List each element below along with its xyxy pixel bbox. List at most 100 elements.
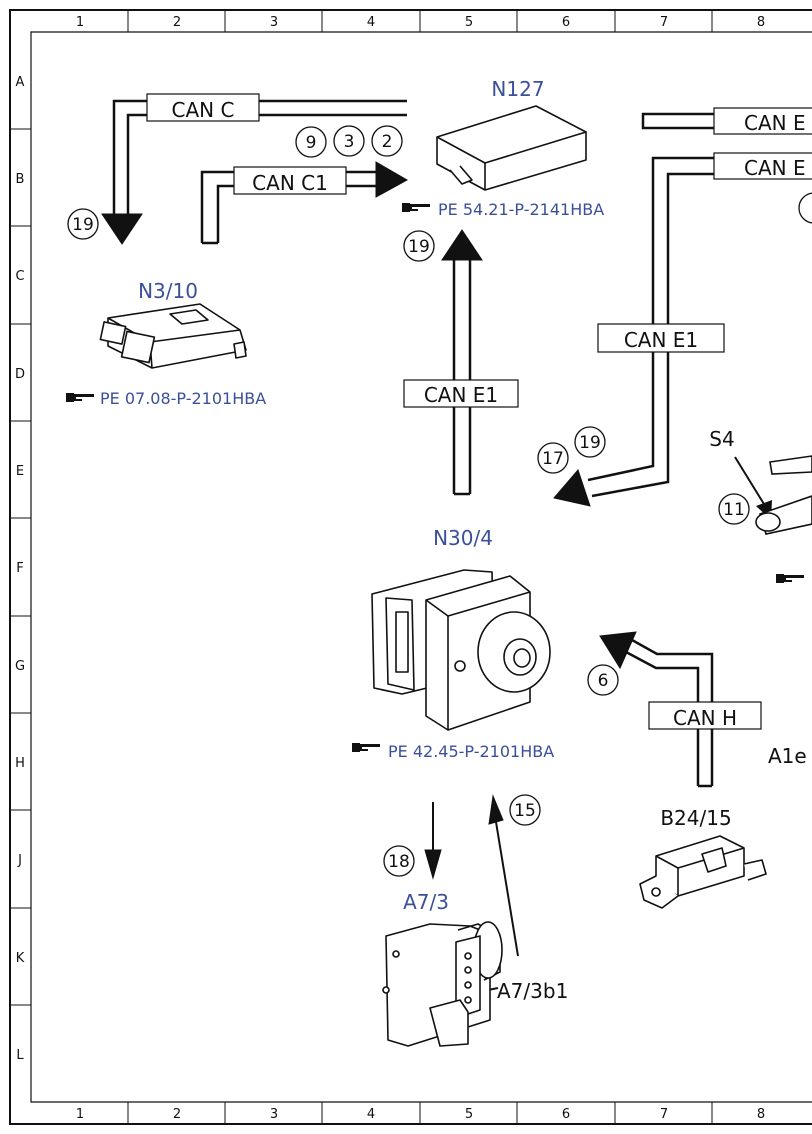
a7-3-hydraulic-unit-icon <box>382 921 503 1047</box>
can-h-box <box>648 701 762 730</box>
arrowhead-can-c1 <box>375 161 409 198</box>
n3-10-label: N3/10 <box>138 279 198 303</box>
callout-19-right-text: 19 <box>579 433 601 453</box>
row-label: A <box>16 75 25 90</box>
grid-dividers <box>10 10 713 1124</box>
can-e-top2-label: CAN E <box>744 156 806 180</box>
callout-6-text: 6 <box>598 671 609 691</box>
arrowhead-can-c <box>101 213 143 245</box>
callout-19-left-text: 19 <box>72 215 94 235</box>
can-c-bus <box>112 99 407 216</box>
can-e-top1-label: CAN E <box>744 111 806 135</box>
callout-9 <box>295 126 327 158</box>
col-label-top: 7 <box>660 15 668 30</box>
callout-2 <box>371 125 403 157</box>
col-label-top: 3 <box>270 15 278 30</box>
col-label-top: 1 <box>76 15 84 30</box>
row-label: F <box>16 561 23 576</box>
a7-3-label: A7/3 <box>403 890 449 914</box>
col-label-bottom: 1 <box>76 1107 84 1122</box>
row-label: B <box>16 172 25 187</box>
callout-18-text: 18 <box>388 852 410 872</box>
callout-19-left <box>67 208 99 240</box>
n30-4-label: N30/4 <box>433 526 493 550</box>
col-label-top: 5 <box>465 15 473 30</box>
can-c1-label: CAN C1 <box>252 171 328 195</box>
b24-15-sensor-icon <box>639 835 767 909</box>
callout-6 <box>587 664 619 696</box>
callout-9-text: 9 <box>306 133 317 153</box>
col-label-bottom: 6 <box>562 1107 570 1122</box>
col-label-top: 8 <box>757 15 765 30</box>
col-label-top: 6 <box>562 15 570 30</box>
callout-15 <box>509 794 541 826</box>
grid-rows: A B C D E F G H J K L <box>15 75 25 1063</box>
n127-ref: PE 54.21-P-2141HBA <box>438 200 604 219</box>
arrowhead-15 <box>488 794 504 825</box>
s4-switch-icon <box>755 455 812 535</box>
hand-pointer-icon <box>66 393 94 402</box>
col-label-bottom: 5 <box>465 1107 473 1122</box>
n30-4-esp-unit-icon <box>371 569 551 731</box>
callout-18 <box>383 845 415 877</box>
callout-3 <box>333 125 365 157</box>
n30-4-ref: PE 42.45-P-2101HBA <box>388 742 554 761</box>
col-label-bottom: 7 <box>660 1107 668 1122</box>
can-e1-center-label: CAN E1 <box>424 383 498 407</box>
row-label: E <box>16 464 24 479</box>
a1e-label: A1e <box>768 744 807 768</box>
callout-11 <box>718 493 750 525</box>
n3-10-ref: PE 07.08-P-2101HBA <box>100 389 266 408</box>
drawing-frame <box>9 9 812 1125</box>
can-e-top1-box <box>713 107 812 135</box>
callout-partial-right <box>798 192 812 224</box>
n127-module-icon <box>436 105 587 191</box>
arrowhead-18 <box>424 849 442 880</box>
arrowhead-can-h <box>599 631 637 670</box>
can-e1-center-bus <box>452 260 472 496</box>
row-label: K <box>16 951 25 966</box>
can-e1-right-label: CAN E1 <box>624 328 698 352</box>
a7-3b1-label: A7/3b1 <box>497 979 568 1003</box>
callout-3-text: 3 <box>344 132 355 152</box>
row-label: L <box>16 1048 24 1063</box>
arrowhead-can-e1-right <box>553 469 591 507</box>
callout-19-right <box>574 426 606 458</box>
hand-pointer-icon <box>776 574 804 583</box>
s4-label: S4 <box>709 427 734 451</box>
n3-10-ecu-icon <box>99 303 247 369</box>
hand-pointer-icon <box>402 203 430 212</box>
leader-s4 <box>734 456 768 510</box>
grid-columns-bottom: 1 2 3 4 5 6 7 8 <box>76 1107 765 1122</box>
col-label-top: 4 <box>367 15 375 30</box>
row-label: J <box>17 853 22 868</box>
arrowhead-can-e1-center <box>441 229 483 261</box>
callout-15-text: 15 <box>514 801 536 821</box>
col-label-bottom: 3 <box>270 1107 278 1122</box>
col-label-bottom: 2 <box>173 1107 181 1122</box>
callout-2-text: 2 <box>382 132 393 152</box>
can-h-label: CAN H <box>673 706 737 730</box>
can-e-top2-box <box>713 152 812 180</box>
row-label: C <box>15 269 24 284</box>
row-label: D <box>15 367 25 382</box>
col-label-top: 2 <box>173 15 181 30</box>
row-label: G <box>15 659 25 674</box>
n127-label: N127 <box>491 77 544 101</box>
can-c1-box <box>233 166 347 195</box>
callout-11-text: 11 <box>723 500 745 520</box>
callout-19-center-text: 19 <box>408 237 430 257</box>
col-label-bottom: 8 <box>757 1107 765 1122</box>
b24-15-label: B24/15 <box>660 806 731 830</box>
row-label: H <box>15 756 25 771</box>
signal-line-15 <box>495 821 519 957</box>
can-e1-center-box <box>403 379 519 408</box>
hand-pointer-icon <box>352 743 380 752</box>
can-e1-right-box <box>597 323 725 353</box>
can-c-box <box>146 93 260 122</box>
col-label-bottom: 4 <box>367 1107 375 1122</box>
callout-17-text: 17 <box>542 449 564 469</box>
grid-columns-top: 1 2 3 4 5 6 7 8 <box>76 15 765 30</box>
can-c-label: CAN C <box>172 98 235 122</box>
